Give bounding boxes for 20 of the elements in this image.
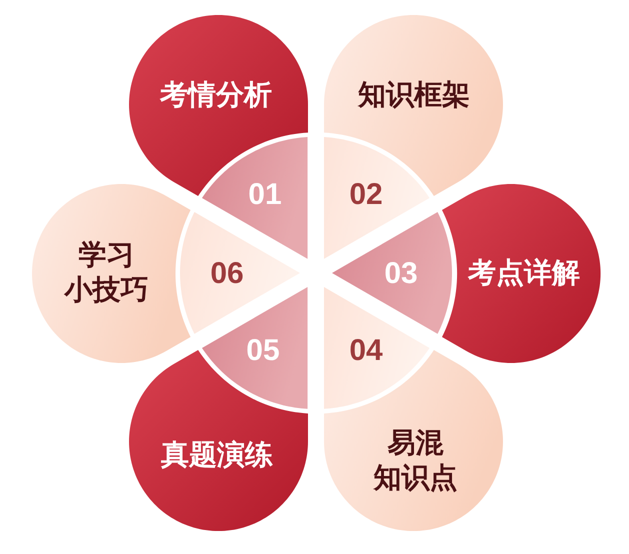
number-sector <box>180 212 300 334</box>
step-number: 05 <box>246 336 280 366</box>
step-number: 03 <box>384 258 418 289</box>
number-sector <box>324 137 430 260</box>
step-number: 01 <box>248 180 282 210</box>
petal-label: 知识框架 <box>358 80 470 109</box>
step-number: 06 <box>210 258 244 289</box>
petal-label: 真题演练 <box>161 440 273 469</box>
number-sector <box>324 286 430 409</box>
petal-label: 考点详解 <box>468 259 580 287</box>
petal <box>442 184 600 362</box>
step-number: 02 <box>349 180 383 210</box>
petal <box>32 184 190 362</box>
petal-label: 易混知识点 <box>373 426 458 495</box>
number-sector <box>332 212 452 334</box>
step-number: 04 <box>349 336 383 366</box>
petal-label: 学习小技巧 <box>64 238 150 307</box>
number-sector <box>202 137 308 260</box>
number-sector <box>202 286 308 409</box>
petal-label: 考情分析 <box>160 80 272 109</box>
